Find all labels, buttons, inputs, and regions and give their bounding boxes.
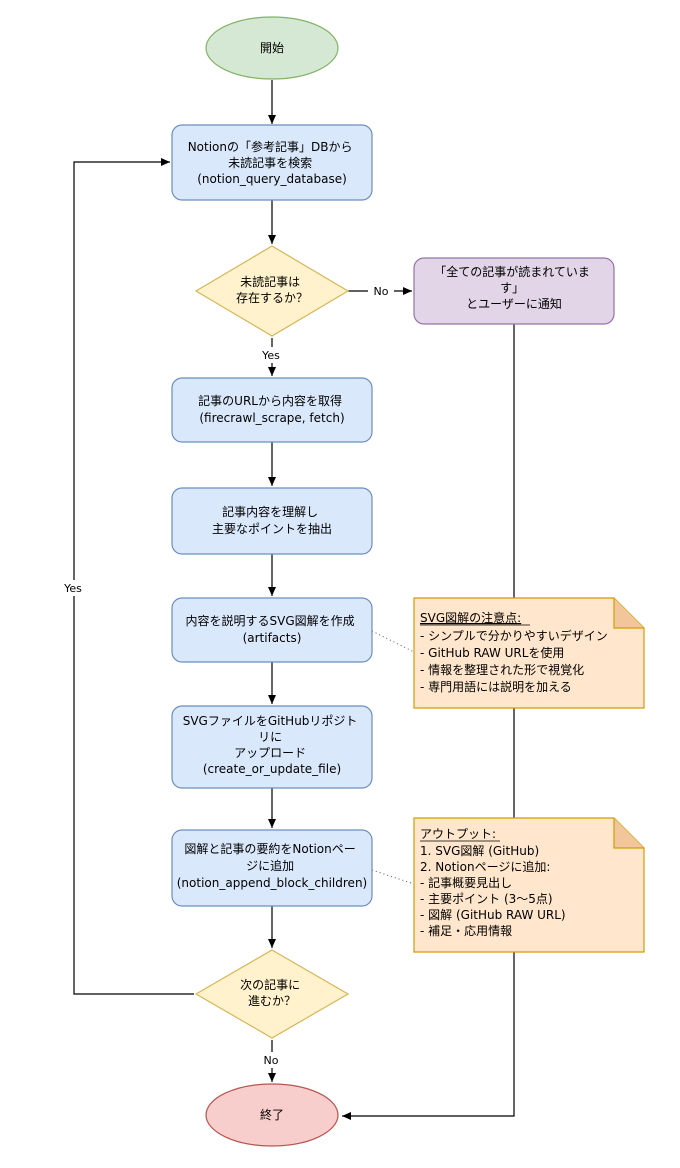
end-shape (205, 1083, 339, 1147)
upload-svg-label: SVGファイルをGitHubリポジト リに アップロード (create_or_… (183, 714, 362, 776)
edges (73, 80, 515, 1120)
notify-user-label: 「全ての記事が読まれていま す」 とユーザーに通知 (434, 264, 593, 311)
svg-notes-title: SVG図解の注意点: (420, 610, 521, 625)
svg-notes-card: SVG図解の注意点: - シンプルで分かりやすいデザイン - GitHub RA… (413, 597, 645, 709)
append-notion-shape (171, 829, 373, 907)
create-svg-node: 内容を説明するSVG図解を作成 (artifacts) (171, 597, 373, 663)
edge-notify-to-end (342, 324, 515, 1120)
start-shape (205, 16, 339, 80)
svg-notes-shape (413, 597, 645, 709)
svg-notes-list: - シンプルで分かりやすいデザイン - GitHub RAW URLを使用 - … (420, 628, 612, 694)
fetch-content-label: 記事のURLから内容を取得 (firecrawl_scrape, fetch) (198, 393, 346, 425)
output-notes-fold (613, 818, 644, 849)
understand-label: 記事内容を理解し 主要なポイントを抽出 (212, 504, 332, 536)
create-svg-label: 内容を説明するSVG図解を作成 (artifacts) (186, 613, 359, 645)
has-unread-shape (194, 245, 350, 337)
edge-label-no-unread: No (374, 285, 389, 298)
understand-node: 記事内容を理解し 主要なポイントを抽出 (171, 487, 373, 555)
next-article-decision: 次の記事に 進むか？ (194, 949, 350, 1039)
output-notes-title: アウトプット: (420, 827, 496, 841)
append-notion-node: 図解と記事の要約をNotionペー ジに追加 (notion_append_bl… (171, 829, 373, 907)
notify-user-node: 「全ての記事が読まれていま す」 とユーザーに通知 (413, 257, 615, 325)
query-db-shape (171, 124, 373, 201)
query-db-node: Notionの「参考記事」DBから 未読記事を検索 (notion_query_… (171, 124, 373, 201)
edge-next-loop-to-query (73, 158, 194, 995)
edge-label-yes-unread: Yes (261, 349, 280, 362)
svg-notes-fold (613, 598, 644, 629)
next-article-shape (194, 949, 350, 1039)
end-label: 終了 (260, 1107, 284, 1122)
notify-user-shape (413, 257, 615, 325)
edge-label-no-end: No (264, 1054, 279, 1067)
start-node: 開始 (205, 16, 339, 80)
end-node: 終了 (205, 1083, 339, 1147)
note-link-output (371, 869, 415, 885)
create-svg-shape (171, 597, 373, 663)
append-notion-label: 図解と記事の要約をNotionペー ジに追加 (notion_append_bl… (177, 841, 367, 890)
edge-label-yes-loop: Yes (63, 582, 82, 595)
fetch-content-shape (171, 377, 373, 443)
note-links (371, 630, 415, 885)
has-unread-decision: 未読記事は 存在するか？ (194, 245, 350, 337)
output-notes-list: 1. SVG図解 (GitHub) 2. Notionページに追加: - 記事概… (420, 844, 569, 938)
start-label: 開始 (260, 41, 284, 55)
next-article-label: 次の記事に 進むか？ (240, 977, 304, 1008)
edge-labels: No Yes Yes No (58, 283, 394, 1068)
output-notes-card: アウトプット: 1. SVG図解 (GitHub) 2. Notionページに追… (413, 817, 645, 953)
note-link-svg (371, 630, 415, 653)
upload-svg-node: SVGファイルをGitHubリポジト リに アップロード (create_or_… (171, 705, 373, 789)
has-unread-label: 未読記事は 存在するか？ (236, 274, 308, 305)
fetch-content-node: 記事のURLから内容を取得 (firecrawl_scrape, fetch) (171, 377, 373, 443)
output-notes-shape (413, 817, 645, 953)
query-db-label: Notionの「参考記事」DBから 未読記事を検索 (notion_query_… (188, 139, 357, 186)
understand-shape (171, 487, 373, 555)
upload-svg-shape (171, 705, 373, 789)
